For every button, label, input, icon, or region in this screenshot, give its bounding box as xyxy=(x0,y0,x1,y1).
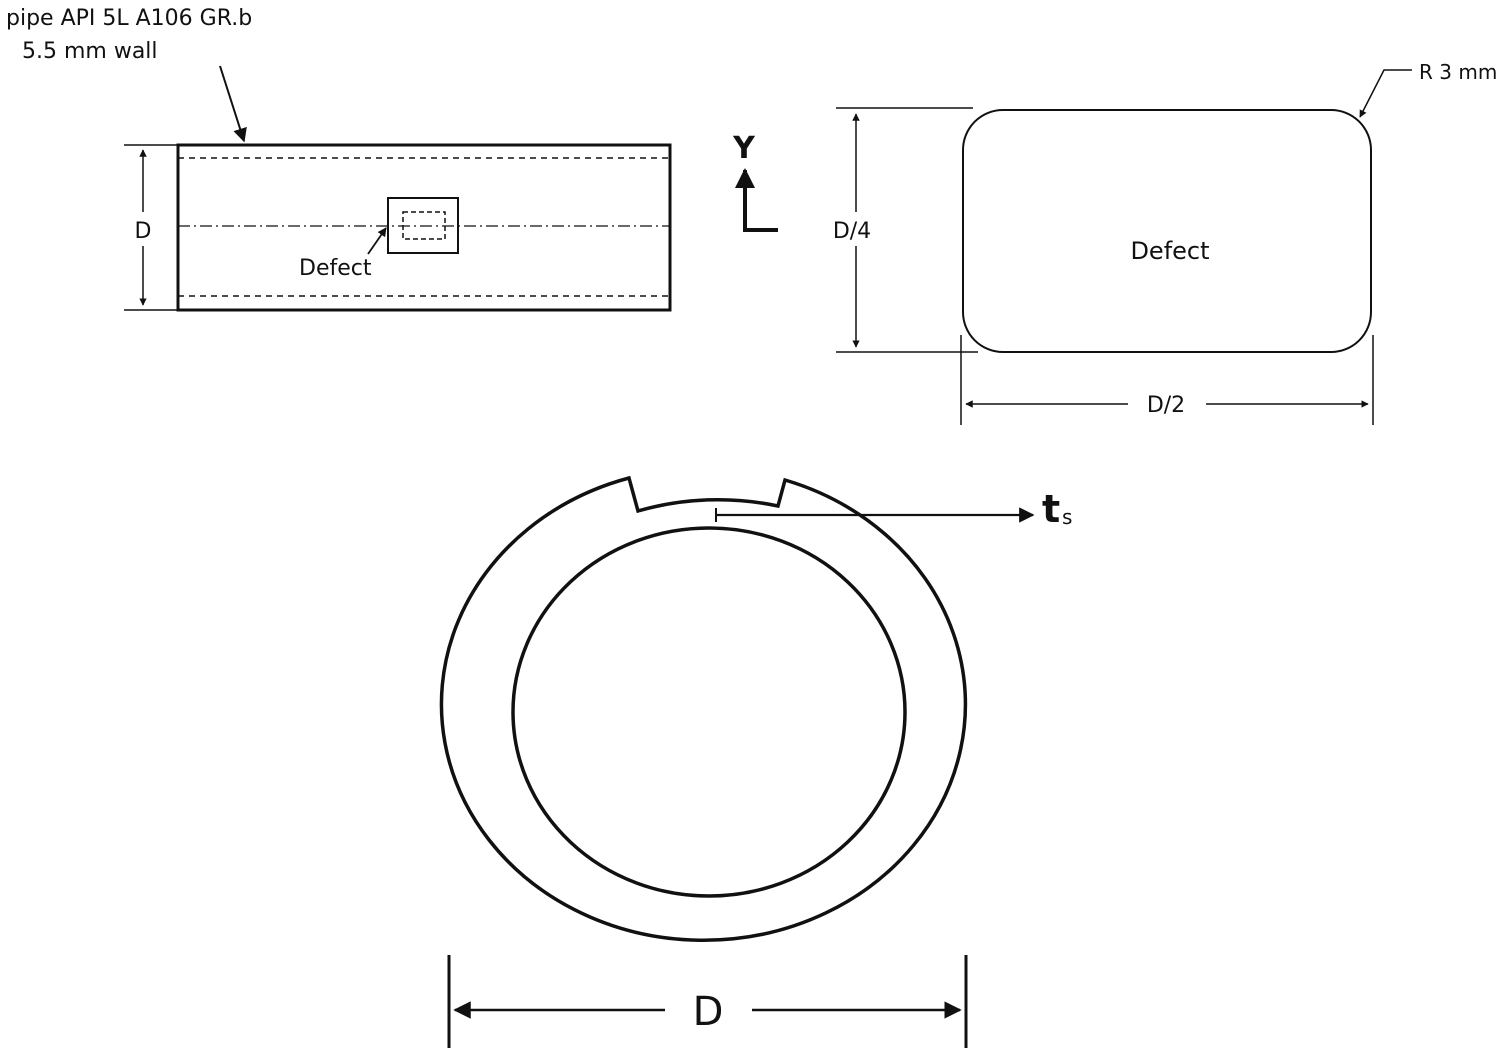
defect-detail-shape xyxy=(962,109,1372,353)
pipe-spec-line2: 5.5 mm wall xyxy=(22,39,158,64)
side-view-defect-label: Defect xyxy=(299,256,372,281)
inner-wall xyxy=(511,526,907,898)
defect-detail: Defect D/4 D/2 R 3 mm xyxy=(833,60,1497,425)
pipe-outline xyxy=(176,143,672,312)
pipe-spec-line1: pipe API 5L A106 GR.b xyxy=(6,6,252,31)
pipe-spec-leader-arrow xyxy=(219,65,247,143)
axis-indicator: Y xyxy=(732,131,778,232)
defect-inner-box xyxy=(402,211,446,240)
thickness-subscript: s xyxy=(1062,505,1072,529)
y-axis-label: Y xyxy=(732,131,756,166)
defect-width-label: D/2 xyxy=(1147,393,1185,418)
defect-leader-arrow xyxy=(367,227,387,255)
side-view-diameter-label: D xyxy=(135,219,152,244)
pipe-side-view: pipe API 5L A106 GR.b 5.5 mm wall Defect… xyxy=(6,6,672,312)
radius-leader-arrow xyxy=(1359,69,1412,118)
outer-wall-with-notch xyxy=(439,475,968,943)
defect-radius-label: R 3 mm xyxy=(1419,60,1497,84)
thickness-label: t xyxy=(1042,487,1060,531)
section-diameter-label: D xyxy=(693,989,724,1035)
defect-outer-box xyxy=(387,197,459,254)
defect-height-label: D/4 xyxy=(833,219,871,244)
pipe-cross-section: t s D xyxy=(439,475,1072,1048)
defect-detail-label: Defect xyxy=(1130,237,1209,265)
